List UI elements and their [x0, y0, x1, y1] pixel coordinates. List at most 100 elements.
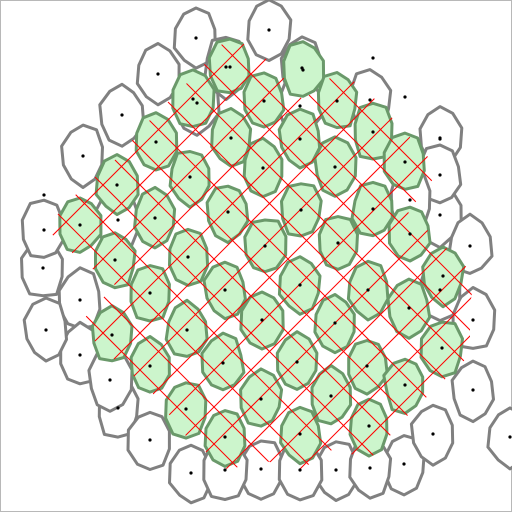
seed-point [78, 223, 82, 227]
seed-point [260, 318, 264, 322]
seed-point [298, 104, 302, 108]
seed-point [259, 467, 263, 471]
seed-point [408, 232, 412, 236]
seed-point-layer [41, 28, 512, 475]
seed-point [42, 193, 46, 197]
seed-point [115, 183, 119, 187]
seed-point [262, 99, 266, 103]
overlay-line [0, 0, 23, 512]
overlay-line [256, 35, 475, 470]
outer-cell [126, 410, 171, 471]
inner-cell [382, 357, 425, 415]
seed-point [408, 198, 412, 202]
seed-point [298, 137, 302, 141]
seed-point [154, 140, 158, 144]
seed-point [438, 213, 442, 217]
seed-point [223, 288, 227, 292]
seed-point [229, 136, 233, 140]
overlay-line [45, 35, 431, 470]
seed-point [371, 56, 375, 60]
seed-point [116, 406, 120, 410]
overlay-line [182, 35, 475, 470]
seed-point [403, 160, 407, 164]
seed-point [403, 383, 407, 387]
seed-point [298, 283, 302, 287]
overlay-line [45, 35, 363, 470]
seed-point [471, 388, 475, 392]
seed-point [371, 130, 375, 134]
seed-point [438, 288, 442, 292]
seed-point [468, 244, 472, 248]
seed-point [367, 424, 371, 428]
seed-point [148, 438, 152, 442]
seed-point [334, 468, 338, 472]
seed-point [120, 113, 124, 117]
inner-cell [347, 339, 389, 396]
seed-point [184, 407, 188, 411]
inner-cell-layer [58, 37, 466, 468]
seed-point [336, 241, 340, 245]
seed-point [228, 65, 232, 69]
seed-point [185, 328, 189, 332]
inner-cell [168, 150, 211, 209]
seed-point [368, 98, 372, 102]
seed-point [333, 321, 337, 325]
seed-point [329, 394, 333, 398]
seed-point [153, 216, 157, 220]
seed-point [402, 462, 406, 466]
seed-point [156, 72, 160, 76]
seed-point [116, 218, 120, 222]
inner-cell [348, 397, 389, 458]
seed-point [108, 378, 112, 382]
inner-cell [164, 298, 209, 358]
overlay-line [139, 35, 475, 470]
seed-point [471, 318, 475, 322]
seed-point [226, 210, 230, 214]
seed-point [148, 291, 152, 295]
seed-point [371, 207, 375, 211]
seed-point [438, 173, 442, 177]
seed-point [298, 432, 302, 436]
seed-point [224, 65, 228, 69]
overlay-line [219, 35, 475, 470]
seed-point [431, 432, 435, 436]
seed-point [194, 36, 198, 40]
seed-point [299, 208, 303, 212]
seed-point [261, 166, 265, 170]
seed-point [221, 361, 225, 365]
seed-point [368, 466, 372, 470]
seed-point [365, 364, 369, 368]
seed-point [42, 228, 46, 232]
overlay-line [45, 35, 394, 470]
seed-point [335, 99, 339, 103]
seed-point [81, 154, 85, 158]
seed-point [333, 165, 337, 169]
overlay-line [176, 35, 475, 470]
seed-point [110, 333, 114, 337]
seed-point [223, 468, 227, 472]
seed-point [195, 101, 199, 105]
seed-point [366, 288, 370, 292]
seed-point [298, 468, 302, 472]
overlay-line [250, 35, 475, 470]
seed-point [438, 137, 442, 141]
seed-point [300, 66, 304, 70]
overlay-line [45, 35, 468, 470]
overlay-line [45, 35, 283, 470]
overlay-line [108, 35, 475, 470]
seed-point [403, 95, 407, 99]
inner-cell [205, 184, 250, 245]
overlay-line [45, 35, 289, 470]
seed-point [440, 346, 444, 350]
seed-point [186, 255, 190, 259]
seed-point [267, 28, 271, 32]
seed-point [191, 97, 195, 101]
seed-point [41, 266, 45, 270]
overlay-line [293, 35, 475, 470]
seed-point [295, 360, 299, 364]
seed-point [188, 175, 192, 179]
seed-point [44, 328, 48, 332]
seed-point [223, 435, 227, 439]
inner-cell [90, 304, 134, 363]
seed-point [189, 471, 193, 475]
